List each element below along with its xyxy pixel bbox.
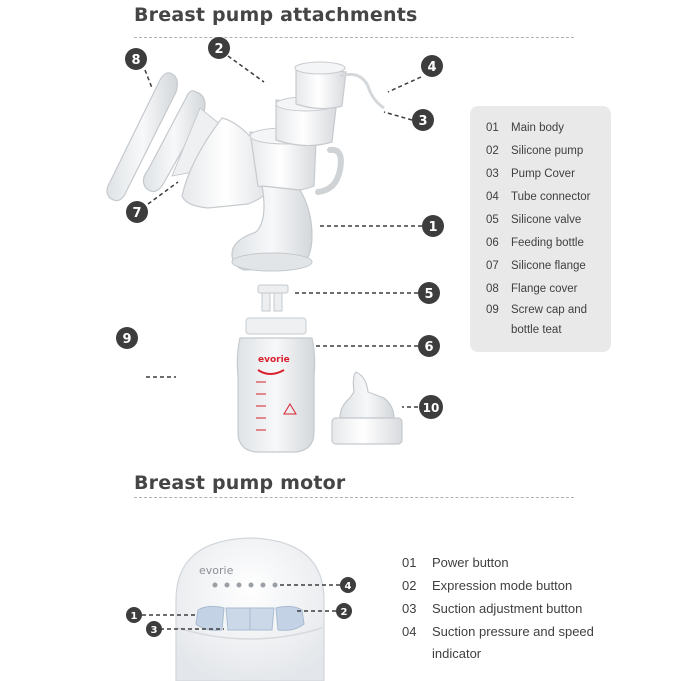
callout-10: 10 bbox=[419, 395, 443, 419]
svg-text:4: 4 bbox=[427, 60, 436, 75]
attachments-legend-box bbox=[470, 106, 611, 352]
svg-text:7: 7 bbox=[132, 206, 141, 221]
leader-lines bbox=[144, 55, 422, 408]
motor-title: Breast pump motor bbox=[134, 472, 346, 494]
callout-7: 7 bbox=[126, 201, 148, 223]
pump-cups-part bbox=[249, 61, 385, 195]
silicone-valve-part bbox=[257, 284, 289, 312]
motor-leader-lines bbox=[142, 584, 340, 630]
svg-text:1: 1 bbox=[428, 220, 437, 235]
callout-3: 3 bbox=[412, 109, 434, 131]
svg-text:3: 3 bbox=[418, 114, 427, 129]
svg-text:8: 8 bbox=[131, 53, 140, 68]
motor-callout-3: 3 bbox=[146, 621, 162, 637]
callout-5: 5 bbox=[418, 282, 440, 304]
indicator-lights bbox=[212, 582, 278, 588]
main-body-part bbox=[231, 185, 313, 272]
svg-text:5: 5 bbox=[424, 287, 433, 302]
feeding-bottle-part: evorie bbox=[236, 317, 316, 453]
attachments-title: Breast pump attachments bbox=[134, 4, 418, 26]
callout-2: 2 bbox=[208, 37, 230, 59]
power-button-graphic[interactable] bbox=[195, 605, 225, 631]
svg-text:6: 6 bbox=[424, 340, 433, 355]
attachments-divider bbox=[134, 37, 574, 38]
svg-text:9: 9 bbox=[122, 332, 131, 347]
flange-cover-part bbox=[106, 72, 178, 202]
callout-6: 6 bbox=[418, 335, 440, 357]
motor-callout-1: 1 bbox=[126, 607, 142, 623]
svg-text:3: 3 bbox=[151, 625, 158, 636]
svg-text:2: 2 bbox=[214, 42, 223, 57]
callout-1: 1 bbox=[422, 215, 444, 237]
callout-9: 9 bbox=[116, 327, 138, 349]
svg-text:1: 1 bbox=[131, 611, 138, 622]
motor-callout-4: 4 bbox=[340, 577, 356, 593]
motor-callout-2: 2 bbox=[336, 603, 352, 619]
screw-cap-teat-part bbox=[331, 371, 403, 445]
svg-text:10: 10 bbox=[423, 401, 440, 415]
motor-divider bbox=[134, 497, 574, 498]
motor-brand-label: evorie bbox=[199, 564, 234, 577]
suction-adjustment-buttons-graphic[interactable] bbox=[225, 607, 275, 631]
bottle-brand-label: evorie bbox=[258, 355, 290, 365]
svg-text:2: 2 bbox=[341, 607, 348, 618]
callout-4: 4 bbox=[421, 55, 443, 77]
callout-8: 8 bbox=[125, 48, 147, 70]
svg-text:4: 4 bbox=[345, 581, 352, 592]
expression-mode-button-graphic[interactable] bbox=[275, 605, 305, 631]
